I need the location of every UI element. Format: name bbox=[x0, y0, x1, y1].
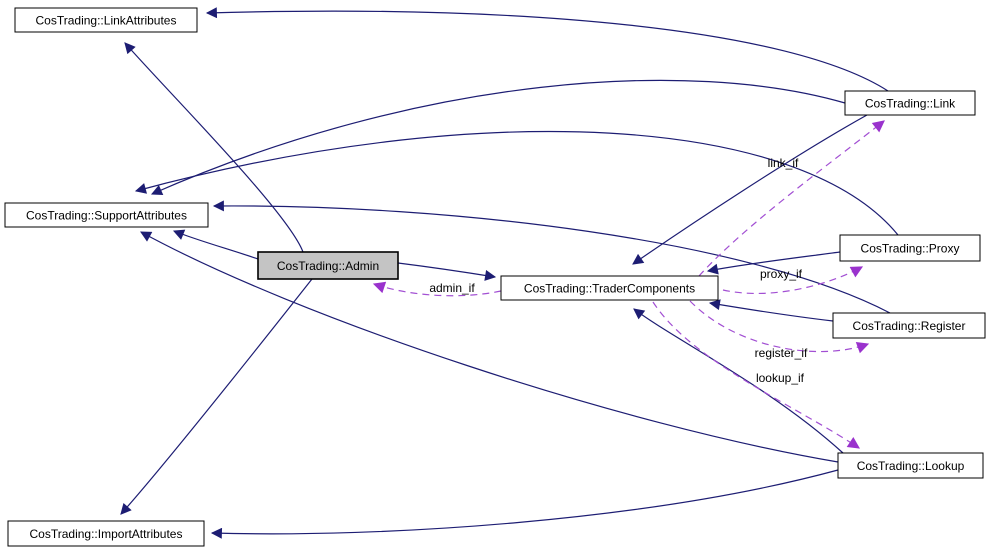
edge-lookup-to-importattributes bbox=[210, 469, 839, 539]
edge-link-to-tradercomponents bbox=[632, 114, 868, 265]
edge-proxy-to-tradercomponents bbox=[706, 251, 841, 275]
edge-link-to-supportattributes bbox=[150, 79, 846, 196]
node-costrading-supportattributes[interactable]: CosTrading::SupportAttributes bbox=[4, 202, 209, 228]
edge-lookup-to-tradercomponents bbox=[633, 308, 844, 454]
edge-admin-to-importattributes bbox=[120, 278, 313, 515]
node-costrading-register[interactable]: CosTrading::Register bbox=[832, 312, 986, 339]
edge-tradercomponents-to-lookup bbox=[652, 301, 860, 449]
edge-admin-to-tradercomponents bbox=[397, 262, 497, 281]
edge-lookup-to-supportattributes bbox=[140, 231, 839, 463]
edge-tradercomponents-to-register bbox=[689, 300, 870, 354]
edge-tradercomponents-to-admin bbox=[372, 281, 502, 297]
node-label: CosTrading::Admin bbox=[277, 259, 379, 273]
node-label: CosTrading::SupportAttributes bbox=[26, 209, 187, 223]
node-costrading-linkattributes[interactable]: CosTrading::LinkAttributes bbox=[14, 7, 198, 33]
node-costrading-lookup[interactable]: CosTrading::Lookup bbox=[837, 452, 984, 479]
edge-label-admin-if: admin_if bbox=[429, 281, 475, 295]
node-label: CosTrading::LinkAttributes bbox=[36, 14, 177, 28]
node-label: CosTrading::TraderComponents bbox=[524, 282, 695, 296]
edge-register-to-tradercomponents bbox=[708, 299, 834, 322]
node-label: CosTrading::Lookup bbox=[857, 459, 965, 473]
edge-link-to-linkattributes bbox=[205, 7, 889, 92]
edge-label-lookup-if: lookup_if bbox=[756, 371, 805, 385]
node-label: CosTrading::Proxy bbox=[861, 242, 960, 256]
node-label: CosTrading::ImportAttributes bbox=[30, 527, 183, 541]
edge-label-register-if: register_if bbox=[755, 346, 808, 360]
node-label: CosTrading::Link bbox=[865, 97, 956, 111]
edge-tradercomponents-to-proxy bbox=[722, 266, 864, 295]
edge-proxy-to-supportattributes bbox=[134, 130, 899, 236]
edge-admin-to-supportattributes bbox=[172, 229, 259, 260]
node-label: CosTrading::Register bbox=[853, 319, 966, 333]
edge-admin-to-linkattributes bbox=[124, 42, 304, 253]
node-costrading-tradercomponents[interactable]: CosTrading::TraderComponents bbox=[500, 275, 719, 301]
edge-label-link-if: link_if bbox=[768, 156, 799, 170]
edge-tradercomponents-to-link bbox=[698, 120, 885, 277]
node-costrading-admin-selected[interactable]: CosTrading::Admin bbox=[257, 251, 399, 280]
node-costrading-importattributes[interactable]: CosTrading::ImportAttributes bbox=[7, 520, 205, 547]
node-costrading-link[interactable]: CosTrading::Link bbox=[844, 90, 976, 116]
node-costrading-proxy[interactable]: CosTrading::Proxy bbox=[839, 234, 981, 262]
edge-label-proxy-if: proxy_if bbox=[760, 267, 803, 281]
